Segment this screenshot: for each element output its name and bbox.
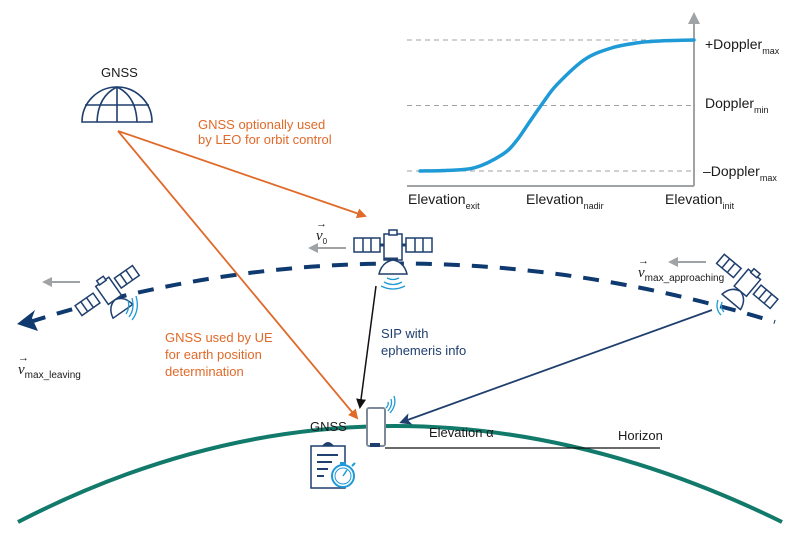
elevation-alpha-label: Elevation α	[429, 425, 494, 440]
y-tick-label-minus-doppler-max: –Dopplermax	[703, 163, 777, 183]
approaching-sat-to-ue-arrow	[399, 309, 713, 425]
sip-label: SIP with ephemeris info	[381, 326, 466, 360]
velocity-label-approaching: vmax_approaching	[638, 255, 724, 284]
chart-grid	[407, 39, 694, 172]
satellite-center-icon	[353, 229, 433, 275]
gnss-globe-icon	[81, 86, 153, 123]
earth-surface	[17, 424, 783, 524]
gnss-top-label: GNSS	[101, 65, 138, 80]
sip-label-line-2: ephemeris info	[381, 342, 467, 358]
ue-phone-icon	[366, 407, 386, 447]
gnss-to-ue-arrow	[117, 130, 359, 420]
x-tick-label-init: Elevationinit	[665, 191, 735, 211]
velocity-label-v0: v0	[316, 218, 327, 246]
annotation-gnss-ue: GNSS used by UE for earth position deter…	[165, 330, 273, 381]
gnss-to-leo-arrow	[117, 130, 367, 219]
chart-series-line	[418, 38, 696, 173]
satellite-leaving-signal-icon	[125, 295, 138, 321]
ue-signal-icon	[385, 395, 396, 414]
gnss-ue-label: GNSS	[310, 419, 347, 434]
annotation-gnss-leo-line-2: by LEO for orbit control	[198, 131, 332, 147]
doppler-chart	[407, 12, 700, 187]
satellite-leaving-icon	[74, 264, 141, 320]
annotation-gnss-leo-line-1: GNSS optionally used	[198, 117, 326, 132]
y-tick-label-plus-doppler-max: +Dopplermax	[705, 36, 780, 56]
annotation-gnss-leo: GNSS optionally used by LEO for orbit co…	[198, 117, 332, 148]
annotation-gnss-ue-line-1: GNSS used by UE	[165, 330, 273, 345]
satellite-approaching-signal-icon	[716, 299, 725, 316]
satellite-approaching-icon	[715, 253, 779, 311]
horizon-label: Horizon	[618, 428, 663, 443]
x-tick-label-exit: Elevationexit	[408, 191, 480, 211]
sip-label-line-1: SIP with	[381, 326, 429, 341]
orbit-arrowhead	[17, 310, 38, 331]
sip-arrow	[356, 285, 377, 409]
clipboard-stopwatch-icon	[310, 442, 356, 489]
chart-y-axis-arrowhead	[688, 12, 700, 24]
velocity-label-leaving: vmax_leaving	[18, 352, 81, 381]
x-tick-label-nadir: Elevationnadir	[526, 191, 604, 211]
annotation-gnss-ue-line-2: for earth position	[165, 346, 262, 362]
satellite-center-signal-icon	[380, 277, 406, 290]
annotation-gnss-ue-line-3: determination	[165, 363, 244, 379]
y-tick-label-doppler-min: Dopplermin	[705, 95, 769, 115]
